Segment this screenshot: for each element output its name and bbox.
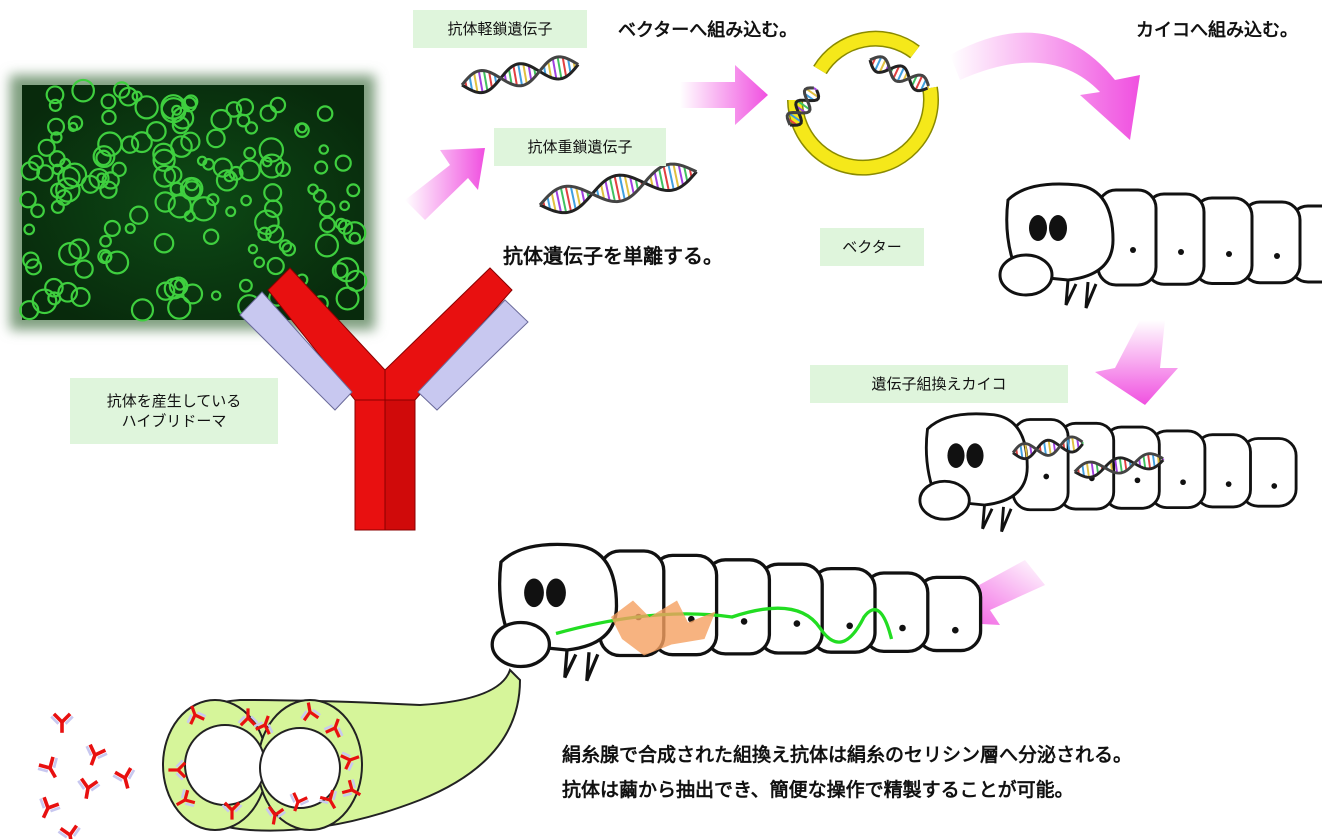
silkworm-1-icon xyxy=(1000,184,1322,308)
silkworm-gland-icon xyxy=(492,544,980,680)
vector-label: ベクター xyxy=(820,228,924,266)
heavy-chain-gene-text: 抗体重鎖遺伝子 xyxy=(527,137,632,157)
hybridoma-line2: ハイブリドーマ xyxy=(122,411,227,431)
transgenic-silkworm-icon xyxy=(920,414,1296,532)
light-chain-gene-label: 抗体軽鎖遺伝子 xyxy=(413,10,587,48)
dna-heavy-chain-icon xyxy=(537,159,699,218)
arrow-down-to-transgenic xyxy=(1095,320,1178,405)
secreted-antibodies xyxy=(34,714,139,839)
dna-light-chain-icon xyxy=(460,54,580,96)
arrow-to-silkworm xyxy=(950,33,1140,140)
antibody-icon xyxy=(240,268,528,530)
transgenic-silkworm-text: 遺伝子組換えカイコ xyxy=(871,374,1006,394)
arrow-to-vector xyxy=(680,65,768,125)
heavy-chain-gene-label: 抗体重鎖遺伝子 xyxy=(494,128,666,166)
vector-plasmid-icon xyxy=(783,39,931,168)
hybridoma-label: 抗体を産生している ハイブリドーマ xyxy=(70,378,278,444)
caption-line-2: 抗体は繭から抽出でき、簡便な操作で精製することが可能。 xyxy=(562,775,1074,802)
arrow-to-genes xyxy=(405,148,485,220)
vector-text: ベクター xyxy=(842,237,901,257)
transgenic-silkworm-label: 遺伝子組換えカイコ xyxy=(810,365,1068,403)
hybridoma-image xyxy=(10,75,375,330)
light-chain-gene-text: 抗体軽鎖遺伝子 xyxy=(447,19,552,39)
silk-gland-cross-section xyxy=(163,670,520,831)
hybridoma-line1: 抗体を産生している xyxy=(107,391,242,411)
step-insert-silkworm: カイコへ組み込む。 xyxy=(1136,16,1298,42)
step-insert-vector: ベクターへ組み込む。 xyxy=(618,16,797,42)
step-isolate-genes: 抗体遺伝子を単離する。 xyxy=(503,240,723,269)
caption-line-1: 絹糸腺で合成された組換え抗体は絹糸のセリシン層へ分泌される。 xyxy=(562,740,1132,767)
